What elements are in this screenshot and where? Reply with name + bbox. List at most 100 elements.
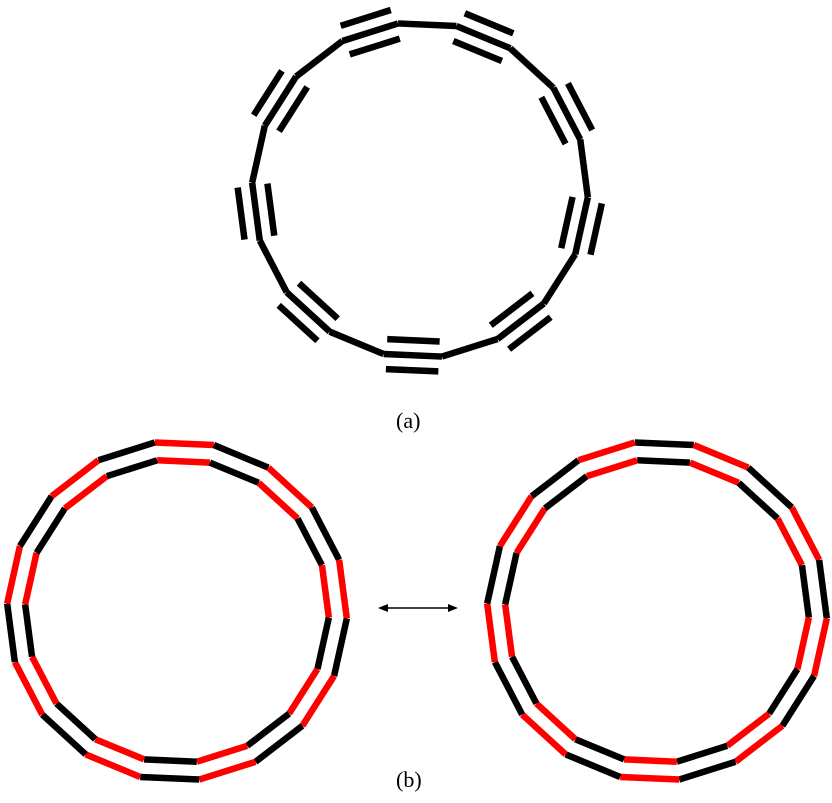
triple-bond-main (495, 300, 546, 342)
outer-bond-black (212, 442, 270, 471)
triple-bond-main (341, 20, 400, 45)
outer-bond-black (483, 545, 504, 605)
triple-bond-main (284, 289, 332, 335)
outer-bond-black (815, 559, 831, 619)
inner-bond-black (542, 473, 589, 511)
ring-a-triple-bond-structure (234, 6, 606, 375)
inner-bond-red (94, 736, 146, 763)
outer-bond-red (3, 545, 24, 605)
inner-bond-black (105, 457, 159, 480)
inner-bond-black (245, 711, 292, 749)
inner-bond-red (513, 506, 548, 555)
inner-bond-black (509, 655, 540, 706)
outer-bond-black (17, 494, 55, 548)
triple-bond-extra-line (387, 335, 440, 345)
triple-bond-extra-line (565, 81, 596, 132)
inner-bond-red (29, 655, 60, 706)
outer-bond-black (564, 751, 622, 780)
inner-bond-red (157, 457, 211, 466)
outer-bond-red (198, 758, 257, 783)
single-bond (256, 239, 290, 294)
inner-bond-red (286, 667, 321, 716)
inner-bond-red (725, 711, 772, 749)
inner-bond-red (623, 756, 677, 765)
inner-bond-black (208, 459, 260, 486)
triple-bond-extra-line (385, 365, 439, 375)
outer-bond-red (788, 506, 823, 562)
inner-bond-red (195, 742, 249, 765)
triple-bond-extra-line (250, 69, 285, 117)
triple-bond-extra-line (276, 85, 310, 134)
outer-bond-red (577, 439, 636, 464)
single-bond (397, 20, 457, 30)
inner-bond-black (143, 756, 197, 765)
triple-bond-extra-line (264, 183, 278, 237)
outer-bond-red (519, 712, 568, 757)
outer-bond-red (483, 603, 499, 663)
triple-bond-extra-line (348, 35, 401, 58)
triple-bond-extra-line (488, 290, 535, 328)
triple-bond-extra-line (507, 314, 553, 352)
outer-bond-black (746, 465, 795, 510)
panel-b-label: (b) (396, 767, 422, 792)
outer-bond-red (154, 439, 214, 449)
triple-bond-extra-line (234, 187, 248, 241)
outer-bond-red (11, 660, 46, 716)
outer-bond-black (39, 712, 88, 757)
inner-bond-black (637, 457, 691, 466)
triple-bond-extra-line (463, 10, 515, 37)
outer-bond-red (692, 442, 750, 471)
triple-bond-main (248, 182, 263, 241)
outer-bond-red (299, 674, 337, 728)
inner-bond-black (294, 516, 325, 567)
ring-b-left-resonance (3, 439, 351, 783)
triple-bond-extra-line (276, 302, 320, 344)
inner-bond-black (54, 701, 98, 742)
single-bond (294, 38, 345, 80)
inner-bond-black (501, 552, 520, 606)
outer-bond-red (810, 617, 831, 677)
single-bond (508, 45, 556, 91)
inner-bond-black (766, 667, 801, 716)
outer-bond-red (620, 773, 680, 783)
inner-bond-black (33, 506, 68, 555)
single-bond (328, 328, 385, 358)
outer-bond-black (140, 773, 200, 783)
triple-bond-extra-line (339, 6, 392, 29)
outer-bond-red (497, 494, 535, 548)
triple-bond-extra-line (296, 280, 340, 322)
inner-bond-red (501, 603, 516, 658)
single-bond (541, 252, 578, 306)
outer-bond-black (491, 660, 526, 716)
inner-bond-red (774, 516, 805, 567)
triple-bond-main (383, 350, 443, 360)
outer-bond-black (779, 674, 817, 728)
outer-bond-black (678, 758, 737, 783)
triple-bond-extra-line (538, 95, 569, 146)
outer-bond-black (330, 617, 351, 677)
outer-bond-red (84, 751, 142, 780)
outer-bond-black (253, 723, 305, 765)
triple-bond-main (262, 74, 299, 128)
resonance-arrow (378, 604, 458, 612)
inner-bond-red (534, 701, 578, 742)
triple-bond-main (572, 196, 592, 255)
single-bond (577, 139, 592, 198)
single-bond (440, 335, 499, 360)
triple-bond-extra-line (558, 196, 576, 249)
inner-bond-black (798, 564, 813, 619)
inner-bond-black (314, 616, 333, 670)
outer-bond-black (308, 506, 343, 562)
outer-bond-black (97, 439, 156, 464)
inner-bond-red (21, 552, 40, 606)
inner-bond-black (736, 480, 780, 521)
inner-bond-black (675, 742, 729, 765)
single-bond (248, 125, 268, 184)
inner-bond-red (688, 459, 740, 486)
inner-bond-black (574, 736, 626, 763)
inner-bond-red (794, 616, 813, 670)
outer-bond-black (634, 439, 694, 449)
triple-bond-main (550, 86, 584, 141)
outer-bond-red (335, 559, 351, 619)
